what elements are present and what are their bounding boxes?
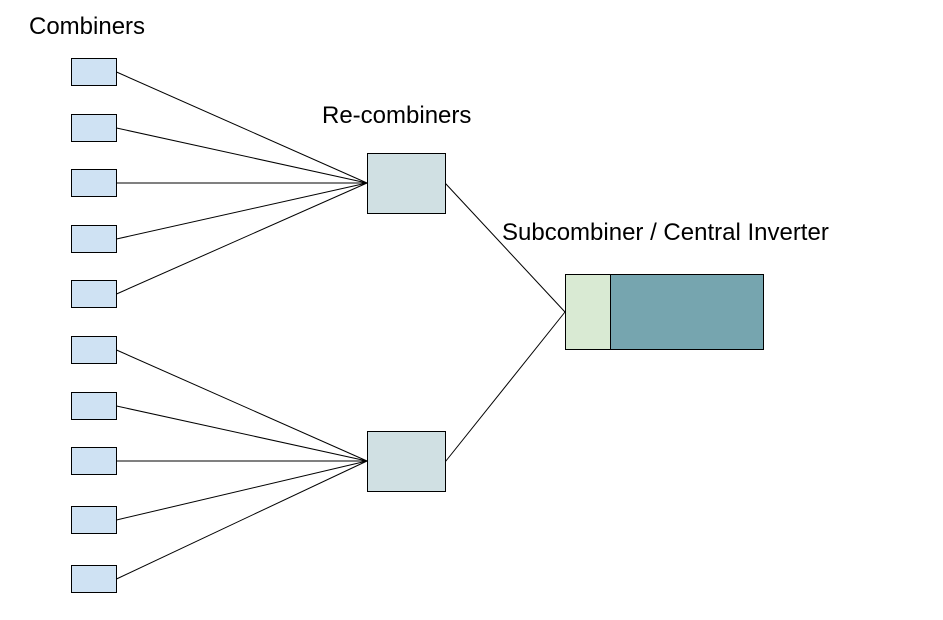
- recombiner-bottom: [367, 431, 446, 492]
- combiner-1: [71, 58, 117, 86]
- combiner-wire-1: [116, 71, 368, 184]
- combiner-6: [71, 336, 117, 364]
- combiner-3: [71, 169, 117, 197]
- combiner-9: [71, 506, 117, 534]
- combiner-5: [71, 280, 117, 308]
- diagram-shapes: [71, 58, 764, 593]
- combiner-wire-4: [116, 182, 368, 240]
- combiner-wire-5: [116, 182, 368, 295]
- inverter-label: Subcombiner / Central Inverter: [502, 219, 829, 246]
- combiner-wire-10: [116, 460, 368, 580]
- combiner-10: [71, 565, 117, 593]
- combiner-8: [71, 447, 117, 475]
- combiner-wire-7: [116, 405, 368, 462]
- combiner-2: [71, 114, 117, 142]
- combiner-wire-9: [116, 460, 368, 521]
- central-inverter-section: [610, 274, 764, 350]
- recombiners-label: Re-combiners: [322, 102, 472, 129]
- combiner-7: [71, 392, 117, 420]
- combiner-wire-6: [116, 349, 368, 462]
- combiners-label: Combiners: [29, 13, 146, 40]
- recombiner-top: [367, 153, 446, 214]
- subcombiner-section: [565, 274, 611, 350]
- recombiner-top-wire: [445, 183, 566, 313]
- combiner-wire-2: [116, 127, 368, 184]
- recombiner-bottom-wire: [445, 311, 566, 462]
- combiner-4: [71, 225, 117, 253]
- connection-lines: [116, 71, 566, 580]
